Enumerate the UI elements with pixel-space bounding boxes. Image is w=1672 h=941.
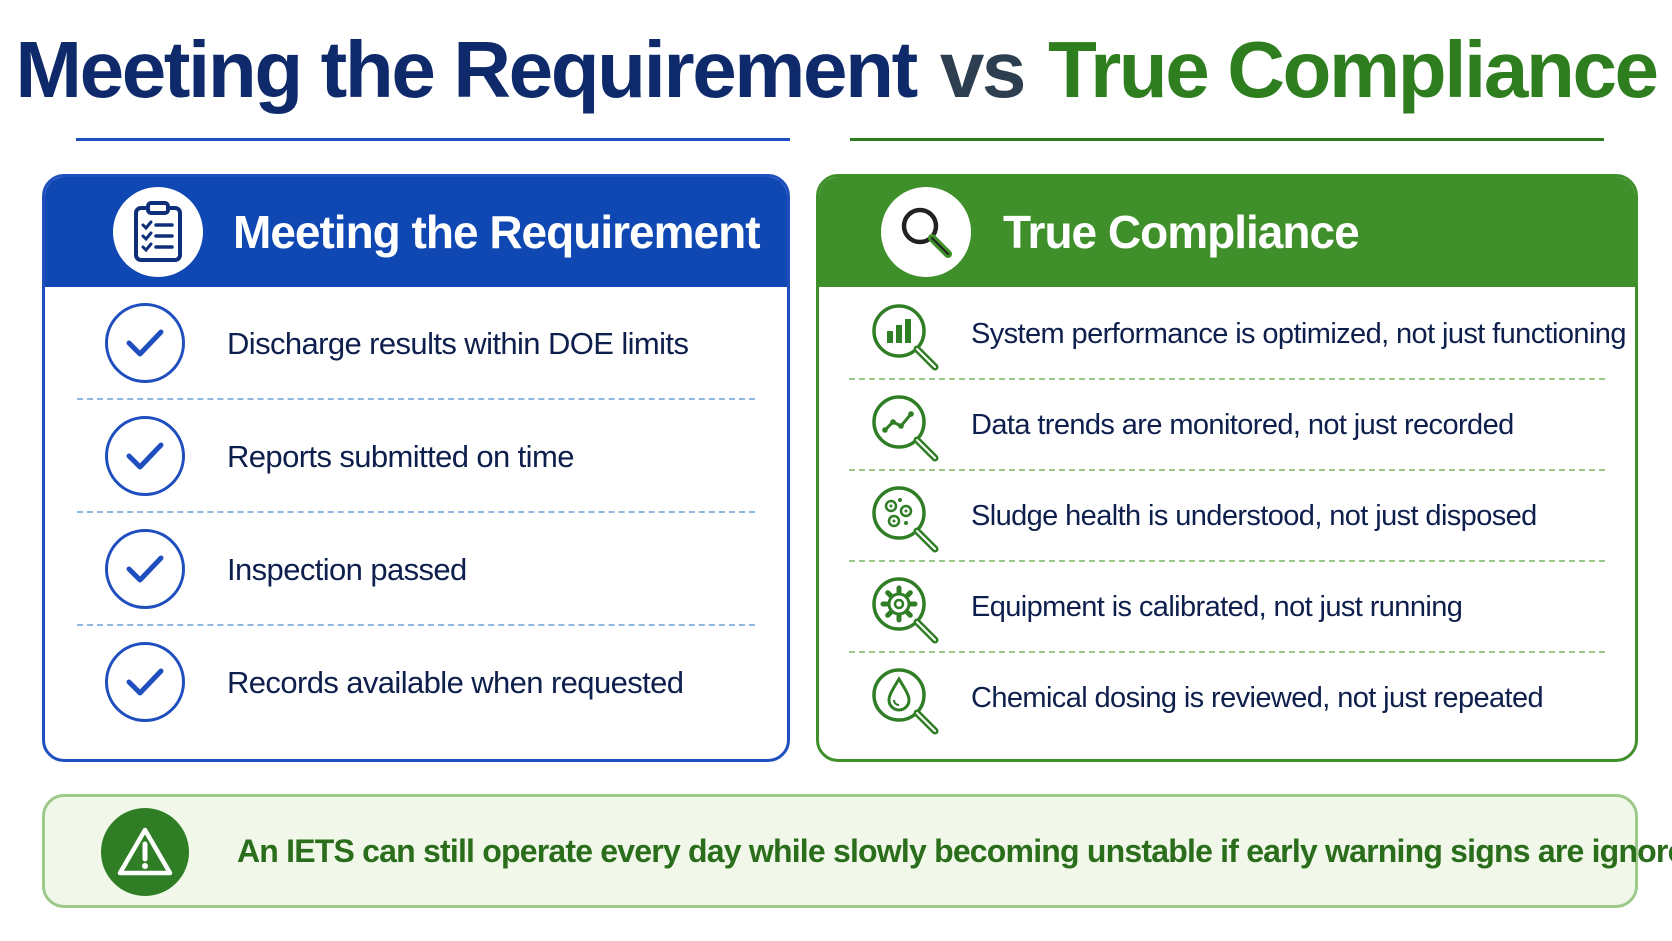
checkmark-icon	[105, 642, 185, 722]
droplet-magnifier-icon	[869, 665, 945, 741]
list-item: Sludge health is understood, not just di…	[819, 471, 1635, 562]
list-item-label: Reports submitted on time	[227, 439, 574, 474]
meeting-requirement-heading: Meeting the Requirement	[233, 206, 761, 258]
title-right: True Compliance	[1048, 25, 1659, 114]
meeting-requirement-panel: Meeting the Requirement Discharge result…	[42, 174, 790, 762]
list-item-label: Chemical dosing is reviewed, not just re…	[971, 682, 1544, 714]
checkmark-icon	[105, 529, 185, 609]
checkmark-icon	[105, 416, 185, 496]
list-item: Reports submitted on time	[45, 400, 787, 513]
meeting-requirement-header: Meeting the Requirement	[45, 177, 787, 287]
true-compliance-heading: True Compliance	[1003, 206, 1360, 258]
bar-chart-magnifier-icon	[869, 301, 945, 377]
list-item-label: Discharge results within DOE limits	[227, 326, 689, 361]
list-item-label: Records available when requested	[227, 665, 684, 700]
warning-message: An IETS can still operate every day whil…	[237, 833, 1672, 869]
title-vs: vs	[939, 25, 1027, 114]
list-item-label: Sludge health is understood, not just di…	[971, 500, 1537, 532]
divider	[77, 624, 755, 626]
divider	[849, 651, 1605, 653]
true-compliance-panel: True Compliance System performance is op…	[816, 174, 1638, 762]
list-item-label: Equipment is calibrated, not just runnin…	[971, 591, 1463, 623]
list-item: Equipment is calibrated, not just runnin…	[819, 562, 1635, 653]
list-item: Records available when requested	[45, 626, 787, 739]
list-item-label: Inspection passed	[227, 552, 467, 587]
list-item: Discharge results within DOE limits	[45, 287, 787, 400]
warning-banner: An IETS can still operate every day whil…	[42, 794, 1672, 908]
true-compliance-header: True Compliance	[819, 177, 1635, 287]
warning-icon	[101, 808, 189, 896]
divider	[849, 378, 1605, 380]
trend-line-magnifier-icon	[869, 392, 945, 468]
list-item: Data trends are monitored, not just reco…	[819, 380, 1635, 471]
title-underline-left	[76, 138, 790, 141]
list-item: Inspection passed	[45, 513, 787, 626]
divider	[849, 469, 1605, 471]
list-item-label: Data trends are monitored, not just reco…	[971, 409, 1514, 441]
list-item-label: System performance is optimized, not jus…	[971, 318, 1626, 350]
microbes-magnifier-icon	[869, 483, 945, 559]
magnifier-icon	[881, 187, 971, 277]
checkmark-icon	[105, 303, 185, 383]
divider	[77, 398, 755, 400]
divider	[849, 560, 1605, 562]
list-item: Chemical dosing is reviewed, not just re…	[819, 653, 1635, 744]
divider	[77, 511, 755, 513]
gear-magnifier-icon	[869, 574, 945, 650]
clipboard-checklist-icon	[113, 187, 203, 277]
title-left: Meeting the Requirement	[15, 25, 918, 114]
list-item: System performance is optimized, not jus…	[819, 289, 1635, 380]
title-underline-right	[850, 138, 1604, 141]
